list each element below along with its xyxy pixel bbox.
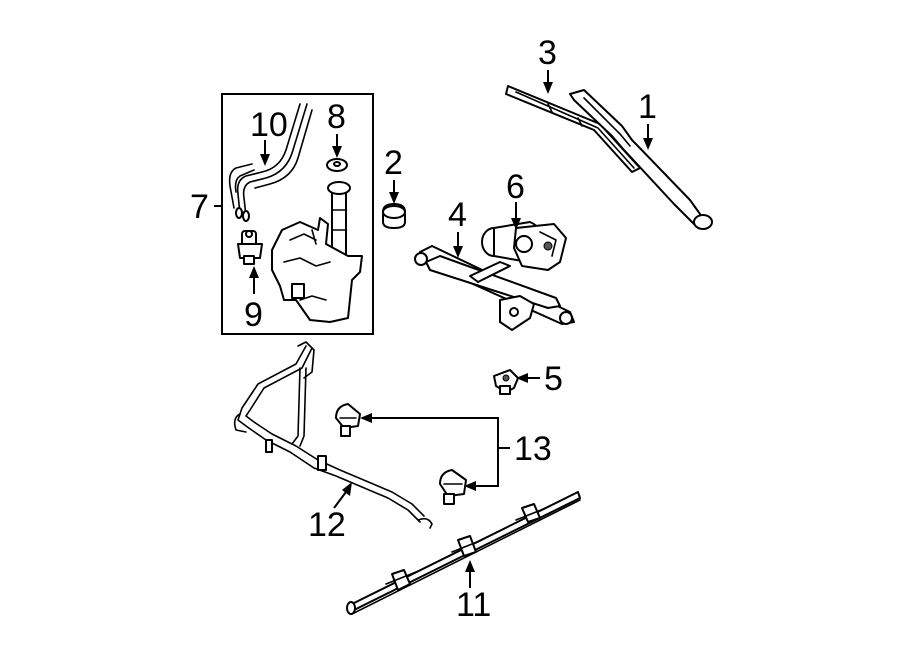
callout-6: 6	[506, 168, 525, 206]
pivot-cover	[493, 369, 519, 395]
washer-nozzle-lower	[439, 469, 467, 505]
callout-2: 2	[384, 144, 403, 182]
callout-5: 5	[544, 360, 563, 398]
callout-4: 4	[448, 196, 467, 234]
washer-reservoir	[271, 181, 363, 323]
wiper-arm	[569, 89, 713, 230]
wiper-linkage	[414, 245, 575, 331]
callout-8: 8	[327, 98, 346, 136]
callout-11: 11	[456, 586, 491, 624]
washer-hose-long	[346, 491, 581, 615]
callout-13: 13	[514, 430, 552, 468]
callout-7: 7	[190, 188, 209, 226]
washer-pump	[237, 230, 263, 265]
reservoir-group-frame	[221, 93, 374, 335]
callout-9: 9	[244, 296, 263, 334]
leader-12	[333, 491, 347, 509]
callout-1: 1	[638, 88, 657, 126]
leader-13	[370, 417, 499, 487]
washer-hose	[228, 103, 313, 222]
callout-10: 10	[250, 106, 288, 144]
callout-12: 12	[308, 506, 346, 544]
washer-nozzle-upper	[335, 403, 361, 437]
wiper-motor	[481, 221, 567, 271]
hose-assembly	[233, 341, 433, 529]
grommet	[326, 158, 348, 172]
callout-3: 3	[538, 34, 557, 72]
reservoir-cap	[382, 203, 406, 229]
